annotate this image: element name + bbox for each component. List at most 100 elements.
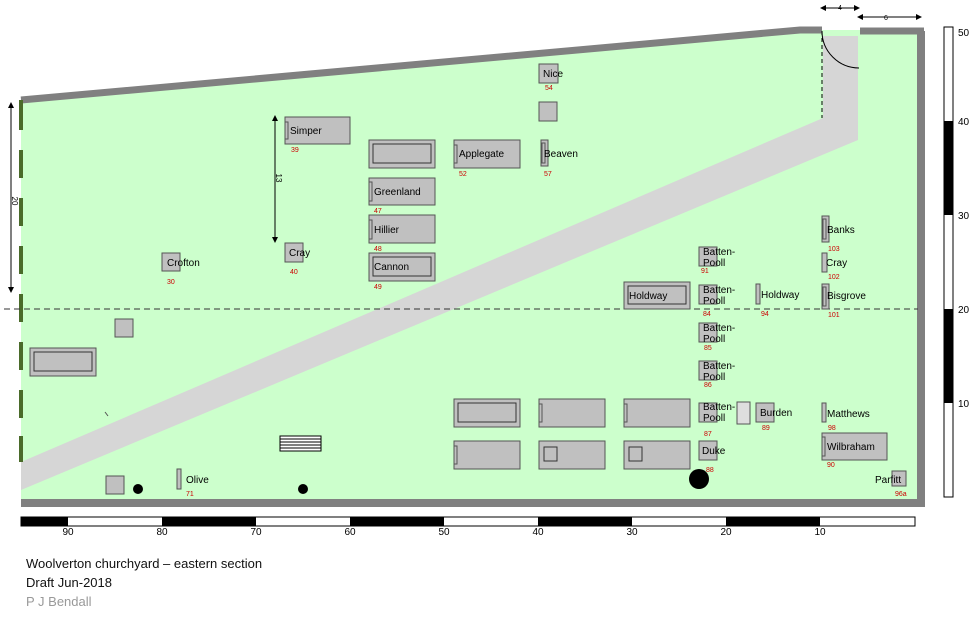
- grave-wilbraham: [821, 432, 888, 461]
- plot-number: 48: [374, 246, 382, 253]
- top-wall: [20, 26, 822, 104]
- caption-title: Woolverton churchyard – eastern section: [26, 556, 263, 571]
- plot-number: 89: [762, 425, 770, 432]
- scale-tick-label: 10: [814, 527, 826, 538]
- plot-name: Batten-Pooll: [703, 402, 735, 424]
- plot-name: Holdway: [761, 290, 799, 301]
- plot-number: 49: [374, 284, 382, 291]
- plot-number: 86: [704, 382, 712, 389]
- plot-number: 103: [828, 246, 840, 253]
- scale-tick-label: 20: [720, 527, 732, 538]
- plot-name: Batten-Pooll: [703, 247, 735, 269]
- grave-crofton: [161, 252, 181, 272]
- plot-number: 84: [703, 311, 711, 318]
- plot-name: Wilbraham: [827, 442, 875, 453]
- gate-width-label: 4: [838, 5, 842, 12]
- scale-tick-label: 50: [958, 28, 970, 39]
- grave-hillier: [368, 214, 436, 244]
- scale-tick-label: 10: [958, 399, 970, 410]
- plot-number: 91: [701, 268, 709, 275]
- scale-tick-label: 80: [156, 527, 168, 538]
- plot-name: Banks: [827, 225, 855, 236]
- plot-number: 57: [544, 171, 552, 178]
- plot-number: 85: [704, 345, 712, 352]
- grave-parfitt: [891, 470, 907, 487]
- plot-name: Bisgrove: [827, 291, 866, 302]
- plot-name: Simper: [290, 126, 322, 137]
- plot-number: 54: [545, 85, 553, 92]
- tree-icon: [298, 484, 308, 494]
- grave-batten-pooll-87: [698, 402, 718, 423]
- grave-batten-pooll-85: [698, 322, 718, 343]
- scale-tick-label: 40: [958, 117, 970, 128]
- plot-name: Cannon: [374, 262, 409, 273]
- plot-number: 96a: [895, 491, 907, 498]
- grave: [453, 440, 521, 470]
- plot-number: 102: [828, 274, 840, 281]
- plot-name: Cray: [289, 248, 310, 259]
- plot-name: Applegate: [459, 149, 504, 160]
- tree-icon: [689, 469, 709, 489]
- tree-icon: [133, 484, 143, 494]
- grave-olive: [176, 468, 182, 490]
- plot-name: Crofton: [167, 258, 200, 269]
- bottom-scale: [20, 516, 916, 527]
- plot-name: Nice: [543, 69, 563, 80]
- plot-number: 40: [290, 269, 298, 276]
- plot-number: 71: [186, 491, 194, 498]
- grave-light: [736, 401, 751, 425]
- scale-tick-label: 70: [250, 527, 262, 538]
- grave-cray-40: [284, 242, 304, 263]
- plot-number: 87: [704, 431, 712, 438]
- grave-batten-pooll-84: [698, 284, 718, 305]
- scale-tick-label: 20: [958, 305, 970, 316]
- grave-unnamed: [538, 101, 558, 122]
- plot-number: 98: [828, 425, 836, 432]
- left-height-label: 20: [10, 197, 19, 206]
- plot-name: Batten-Pooll: [703, 361, 735, 383]
- gate-swing: [821, 30, 860, 69]
- plot-number: 47: [374, 208, 382, 215]
- scale-tick-label: 30: [626, 527, 638, 538]
- gap-width-label: 6: [884, 15, 888, 22]
- plot-number: 30: [167, 279, 175, 286]
- plot-name: Greenland: [374, 187, 421, 198]
- plot-name: Matthews: [827, 409, 870, 420]
- grave: [538, 398, 606, 428]
- scale-tick-label: 90: [62, 527, 74, 538]
- grave-batten-pooll-91: [698, 246, 718, 267]
- plot-number: 101: [828, 312, 840, 319]
- plot-name: Burden: [760, 408, 792, 419]
- caption-draft: Draft Jun-2018: [26, 575, 112, 590]
- grave-burden: [755, 402, 775, 423]
- plot-name: Holdway: [629, 291, 667, 302]
- scale-tick-label: 40: [532, 527, 544, 538]
- grave-nice: [538, 63, 559, 84]
- grave: [623, 398, 691, 428]
- scale-tick-label: 30: [958, 211, 970, 222]
- right-scale: [943, 26, 954, 498]
- plot-name: Batten-Pooll: [703, 323, 735, 345]
- plot-number: 90: [827, 462, 835, 469]
- plot-number: 52: [459, 171, 467, 178]
- grave-duke: [698, 440, 718, 461]
- plot-number: 94: [761, 311, 769, 318]
- plot-number: 88: [706, 467, 714, 474]
- plot-name: Beaven: [544, 149, 578, 160]
- grave-holdway-94: [755, 283, 761, 305]
- scale-tick-label: 50: [438, 527, 450, 538]
- caption-author: P J Bendall: [26, 594, 92, 609]
- plot-name: Hillier: [374, 225, 400, 236]
- bench-icon: [279, 435, 322, 452]
- grave-small: [114, 318, 134, 338]
- scale-tick-label: 60: [344, 527, 356, 538]
- grave-matthews: [821, 402, 827, 423]
- diagonal-path: [21, 36, 858, 490]
- grave-simper: [284, 116, 351, 145]
- grave-greenland: [368, 177, 436, 206]
- grave-small: [105, 475, 125, 495]
- grave-batten-pooll-86: [698, 360, 718, 381]
- grave-cray-102: [821, 252, 828, 273]
- plot-name: Batten-Pooll: [703, 285, 735, 307]
